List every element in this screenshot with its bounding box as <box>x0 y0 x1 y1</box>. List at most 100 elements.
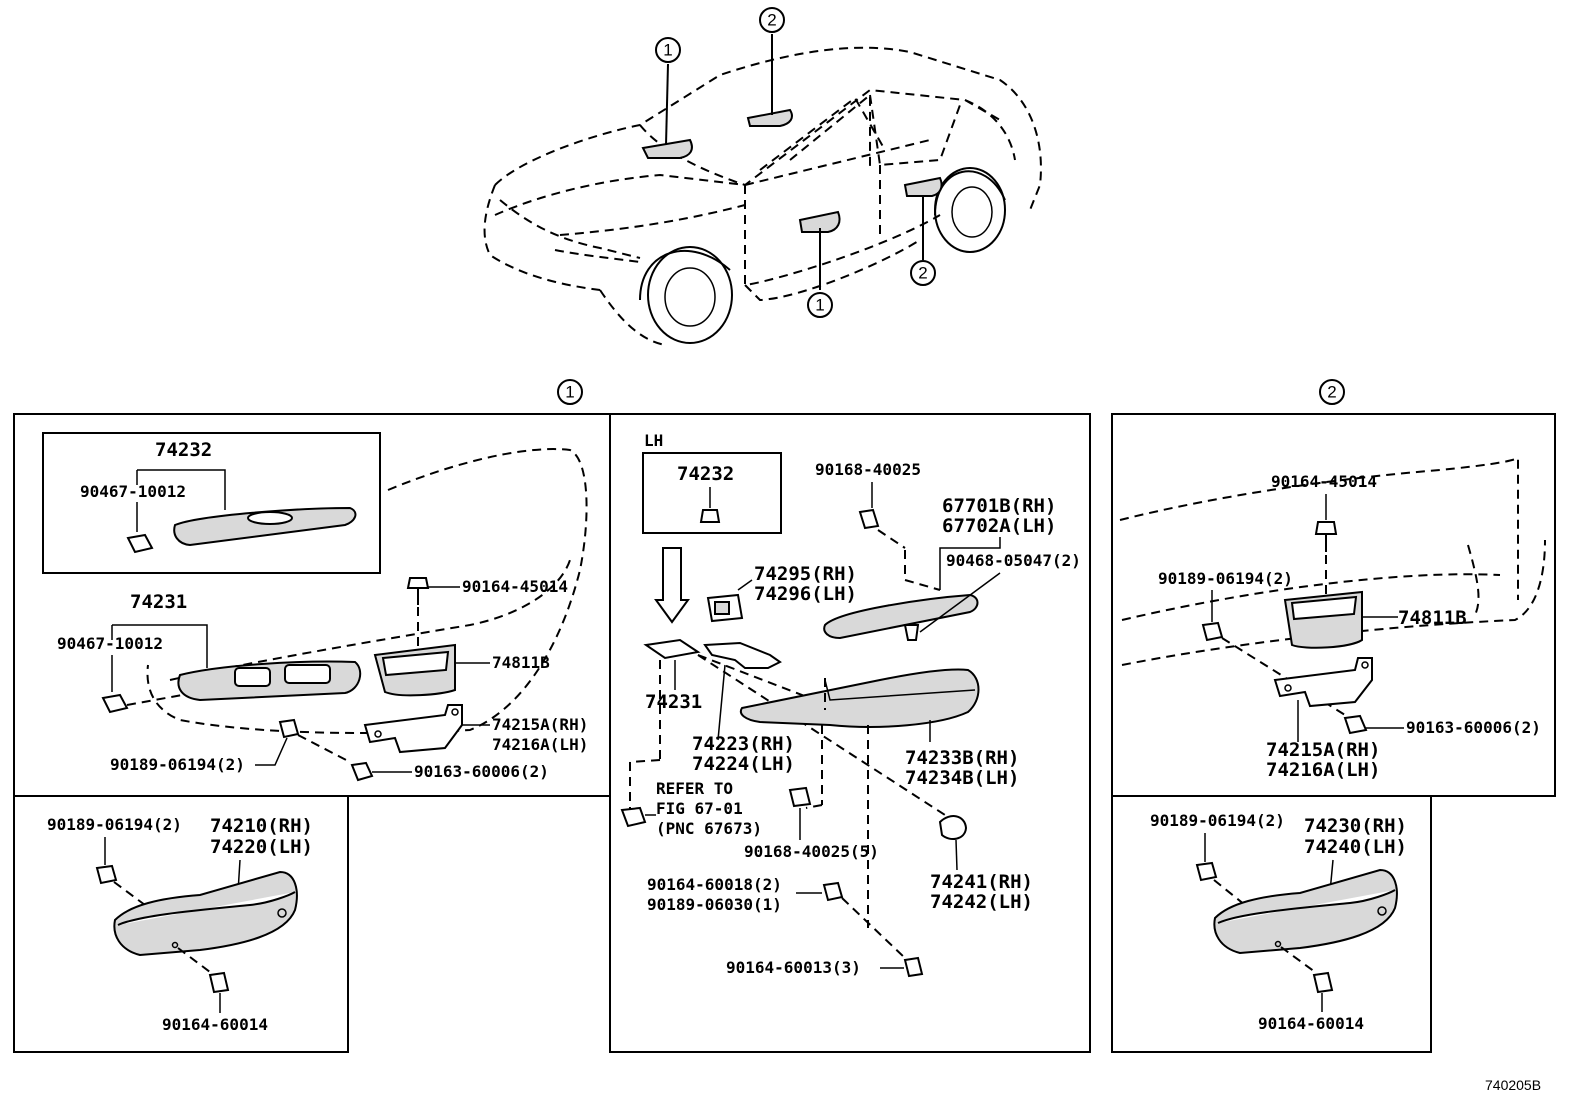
screw-icon <box>208 971 230 994</box>
screw-icon <box>1312 971 1334 994</box>
label-74242: 74242(LH) <box>930 891 1033 913</box>
label-74216A: 74216A(LH) <box>492 735 588 754</box>
label-74215A: 74215A(RH) <box>492 715 588 734</box>
inset-box-74232 <box>42 432 381 574</box>
armrest-74210 <box>113 870 298 957</box>
label-90164-60014: 90164-60014 <box>1258 1014 1364 1033</box>
nut-icon <box>278 718 300 739</box>
label-74233B: 74233B(RH) <box>905 747 1019 769</box>
label-90468-05047: 90468-05047(2) <box>946 551 1081 570</box>
label-74231: 74231 <box>130 591 187 613</box>
rear-grip-mark <box>746 108 793 127</box>
callout-1-top: 1 <box>655 37 681 63</box>
svg-text:1: 1 <box>565 383 574 402</box>
clip-icon <box>699 509 721 523</box>
rear-door-handle-mark <box>903 176 943 197</box>
section-callout-2: 2 <box>1319 379 1345 405</box>
label-74811B: 74811B <box>1398 607 1467 629</box>
label-74223: 74223(RH) <box>692 733 795 755</box>
label-74210: 74210(RH) <box>210 815 313 837</box>
panel-2a: 90164-45014 74811B 90189-06194(2) 74215A… <box>1119 456 1546 781</box>
nut-icon <box>1195 861 1218 882</box>
bolt-icon-2 <box>788 786 812 808</box>
front-grip-mark <box>641 138 693 159</box>
label-67702A: 67702A(LH) <box>942 515 1056 537</box>
panel-lh: LH 74232 90168-40025 67701B(RH) 67702A(L… <box>620 431 1081 978</box>
label-90168-40025: 90168-40025 <box>815 460 921 479</box>
svg-text:1: 1 <box>815 296 824 315</box>
label-90164-60018: 90164-60018(2) <box>647 875 782 894</box>
switch-panel-74232 <box>173 506 357 547</box>
clip-icon-2 <box>903 624 920 641</box>
label-90189-06194: 90189-06194(2) <box>1150 811 1285 830</box>
label-67701B: 67701B(RH) <box>942 495 1056 517</box>
label-74240: 74240(LH) <box>1304 836 1407 858</box>
base-74231 <box>643 638 701 660</box>
label-74215A: 74215A(RH) <box>1266 739 1380 761</box>
label-74230: 74230(RH) <box>1304 815 1407 837</box>
bracket-74215A <box>363 704 463 754</box>
label-90189-06194: 90189-06194(2) <box>47 815 182 834</box>
panel-2b: 90189-06194(2) 74230(RH) 74240(LH) 90164… <box>1150 811 1407 1033</box>
label-74220: 74220(LH) <box>210 836 313 858</box>
label-90163-60006: 90163-60006(2) <box>414 762 549 781</box>
svg-text:2: 2 <box>918 264 927 283</box>
bracket-74223 <box>703 641 782 669</box>
cap-74241 <box>938 815 968 841</box>
svg-text:1: 1 <box>663 41 672 60</box>
label-74231: 74231 <box>645 691 702 713</box>
bolt-icon-2 <box>350 761 374 782</box>
label-90189-06194: 90189-06194(2) <box>1158 569 1293 588</box>
screw-icon <box>903 956 924 978</box>
label-74232: 74232 <box>677 463 734 485</box>
label-74224: 74224(LH) <box>692 753 795 775</box>
label-lh: LH <box>644 431 663 450</box>
retainer-icon <box>620 806 647 828</box>
callout-2-bottom: 2 <box>910 260 936 286</box>
label-90164-45014: 90164-45014 <box>462 577 568 596</box>
refer-note-2: FIG 67-01 <box>656 799 743 818</box>
svg-text:2: 2 <box>767 11 776 30</box>
nut-icon <box>1201 621 1224 642</box>
callout-2-top: 2 <box>759 7 785 33</box>
bolt-icon <box>1314 521 1338 535</box>
bolt-icon <box>406 577 430 589</box>
nut-icon <box>822 881 844 902</box>
panel-1b: 90189-06194(2) 74210(RH) 74220(LH) 90164… <box>47 815 313 1034</box>
section-callout-1: 1 <box>557 379 583 405</box>
callout-1-bottom: 1 <box>807 292 833 318</box>
label-90189-06194: 90189-06194(2) <box>110 755 245 774</box>
svg-text:2: 2 <box>1327 383 1336 402</box>
panel-frames <box>13 413 1556 1053</box>
label-90164-45014: 90164-45014 <box>1271 472 1377 491</box>
label-74216A: 74216A(LH) <box>1266 759 1380 781</box>
figure-code: 740205B <box>1485 1077 1541 1093</box>
arrow-down-icon <box>654 547 690 624</box>
label-74295: 74295(RH) <box>754 563 857 585</box>
refer-note-3: (PNC 67673) <box>656 819 762 838</box>
car-overview: 1 2 1 2 <box>483 7 1042 346</box>
label-74811B: 74811B <box>492 653 550 672</box>
trim-strip-67701B <box>823 593 979 640</box>
label-90467-clip: 90467-10012 <box>57 634 163 653</box>
label-74296: 74296(LH) <box>754 583 857 605</box>
inset-box-lh <box>642 452 782 534</box>
bracket-74215A <box>1273 657 1373 708</box>
front-door-handle-mark <box>798 210 841 233</box>
label-90189-06030: 90189-06030(1) <box>647 895 782 914</box>
label-74232: 74232 <box>155 439 212 461</box>
label-74241: 74241(RH) <box>930 871 1033 893</box>
label-74234B: 74234B(LH) <box>905 767 1019 789</box>
armrest-74230 <box>1213 868 1398 955</box>
panel-1a: 74232 90467-10012 74231 90467-10012 9016… <box>42 432 588 782</box>
bolt-icon-2 <box>1343 714 1368 735</box>
label-90168-40025-5: 90168-40025(5) <box>744 842 879 861</box>
label-90467-inset: 90467-10012 <box>80 482 186 501</box>
clip-icon <box>126 533 154 554</box>
nut-icon <box>95 864 118 885</box>
clip-icon-2 <box>101 693 129 714</box>
label-90164-60014: 90164-60014 <box>162 1015 268 1034</box>
label-90164-60013: 90164-60013(3) <box>726 958 861 977</box>
refer-note-1: REFER TO <box>656 779 733 798</box>
